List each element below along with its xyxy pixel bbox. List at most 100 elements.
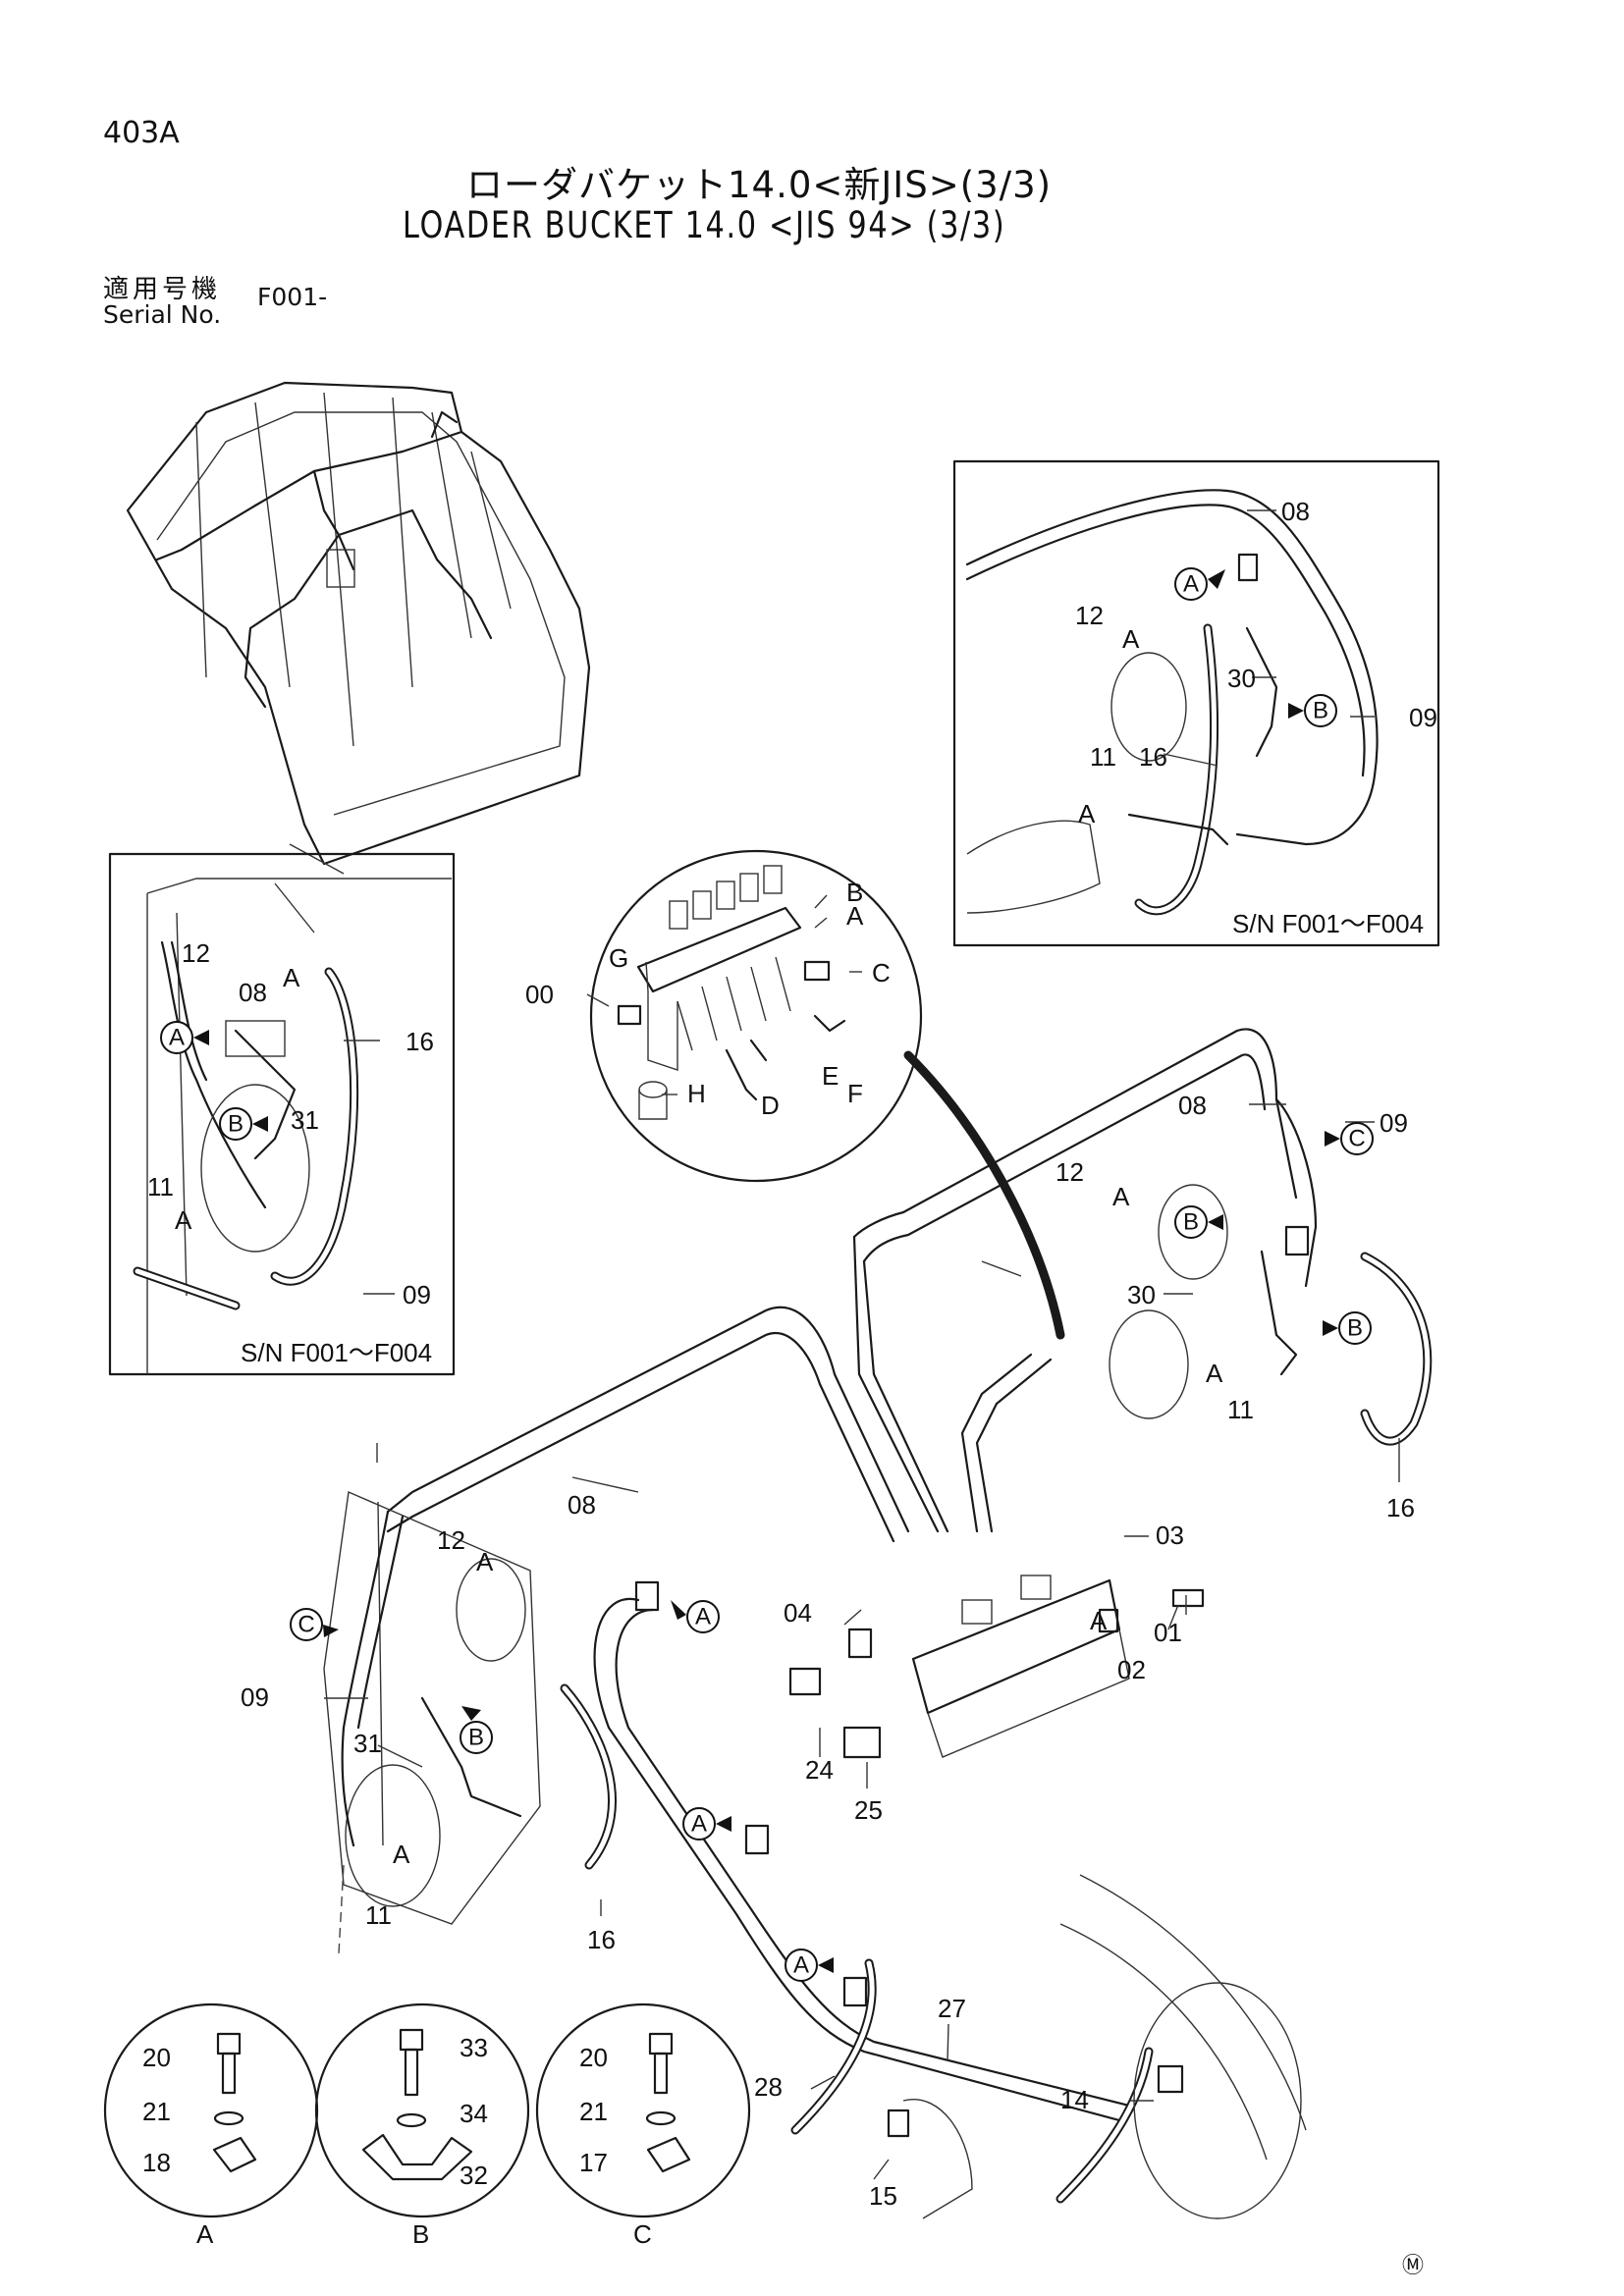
part-label-04: 04 (784, 1598, 812, 1628)
part-label-16-inset: 16 (1139, 742, 1167, 772)
main-assembly-illustration (323, 1028, 1433, 2219)
serial-label-english: Serial No. (103, 300, 222, 329)
part-label-16-main-left: 16 (587, 1925, 616, 1954)
letter-label-A-main-02: A (1090, 1606, 1108, 1635)
part-label-12-main-right: 12 (1056, 1157, 1084, 1187)
callout-A-left-inset: A (160, 1021, 209, 1054)
part-label-30-inset: 30 (1227, 664, 1256, 693)
part-label-09-main-right: 09 (1380, 1108, 1408, 1138)
svg-text:A: A (1183, 571, 1199, 598)
detail-circle-A (103, 2002, 319, 2218)
part-label-31-left-inset: 31 (291, 1105, 319, 1135)
letter-label-A-inset-12: A (1122, 624, 1140, 654)
inset-left (108, 852, 456, 1376)
part-label-16-left-inset: 16 (406, 1027, 434, 1056)
part-label-01: 01 (1154, 1618, 1182, 1647)
inset-frame (952, 459, 1440, 947)
letter-labels: B A C G H D E F A A A A A A A A A A B C (175, 624, 1223, 2249)
letter-label-E-valve: E (822, 1061, 839, 1091)
svg-text:C: C (1348, 1126, 1365, 1152)
detail-caption-A: A (196, 2219, 214, 2249)
part-label-16-main-right: 16 (1386, 1493, 1415, 1522)
part-label-12-main-left: 12 (437, 1525, 465, 1555)
letter-label-G-valve: G (609, 943, 628, 973)
part-label-08-main-right: 08 (1178, 1091, 1207, 1120)
part-label-24: 24 (805, 1755, 834, 1785)
part-number-labels: 08 09 30 16 12 11 S/N F001～F004 12 08 16… (142, 497, 1437, 2211)
callout-bubbles: A B A B C B B A C B A A (160, 567, 1374, 1982)
callout-B-main-left: B (460, 1706, 493, 1754)
inset-top-right-sn: S/N F001～F004 (1232, 909, 1424, 938)
svg-text:A: A (695, 1604, 711, 1630)
callout-B-left-inset: B (219, 1107, 268, 1141)
letter-label-A-valve: A (846, 901, 864, 931)
valve-detail-circle (589, 849, 1065, 1340)
detail-caption-B: B (412, 2219, 429, 2249)
letter-label-C-valve: C (872, 958, 891, 988)
part-label-00: 00 (525, 980, 554, 1009)
letter-label-H-valve: H (687, 1079, 706, 1108)
callout-B-inset-top: B (1288, 694, 1337, 727)
part-label-32-detail-B: 32 (460, 2161, 488, 2190)
corner-mark: Ⓜ (1402, 2254, 1425, 2278)
part-label-11-inset: 11 (1090, 742, 1116, 772)
part-label-11-left-inset: 11 (147, 1172, 174, 1201)
part-label-33-detail-B: 33 (460, 2033, 488, 2062)
part-label-27: 27 (938, 1994, 966, 2023)
svg-text:A: A (691, 1811, 707, 1838)
part-label-18-detail-A: 18 (142, 2148, 171, 2177)
svg-text:B: B (1347, 1315, 1363, 1342)
letter-label-A-inset-11: A (1078, 799, 1096, 828)
part-label-20-detail-C: 20 (579, 2043, 608, 2072)
part-label-28: 28 (754, 2072, 783, 2102)
part-label-34-detail-B: 34 (460, 2099, 488, 2128)
detail-circle-B (314, 2002, 530, 2218)
letter-label-F-valve: F (847, 1079, 863, 1108)
part-label-09-main-left: 09 (241, 1682, 269, 1712)
serial-number-value: F001- (257, 283, 328, 311)
part-label-12-inset: 12 (1075, 601, 1104, 630)
letter-label-B-valve: B (846, 878, 863, 907)
part-label-08-main-left: 08 (568, 1490, 596, 1520)
callout-A-main-clamp-1: A (671, 1600, 720, 1633)
page-title-japanese: ローダバケット14.0<新JIS>(3/3) (466, 164, 1053, 206)
svg-text:B: B (228, 1111, 244, 1138)
letter-label-A-left-12: A (283, 963, 300, 992)
callout-A-main-clamp-3: A (785, 1949, 834, 1982)
callout-B-main-right-lower: B (1323, 1311, 1372, 1345)
callout-A-main-clamp-2: A (682, 1807, 731, 1841)
part-label-11-main-right: 11 (1227, 1395, 1254, 1424)
svg-text:C: C (298, 1612, 314, 1638)
svg-text:B: B (1183, 1209, 1199, 1236)
part-label-03: 03 (1156, 1521, 1184, 1550)
part-label-11-main-left: 11 (365, 1900, 392, 1930)
inset-top-right (952, 459, 1440, 947)
bucket-overview-illustration (126, 381, 591, 934)
letter-label-A-main-left-12: A (476, 1547, 494, 1576)
serial-label-japanese: 適用号機 (103, 275, 222, 304)
letter-label-A-main-left-11: A (393, 1840, 410, 1869)
callout-B-main-right-upper: B (1174, 1205, 1223, 1239)
inset-left-sn: S/N F001～F004 (241, 1338, 432, 1367)
part-label-31-main: 31 (353, 1729, 382, 1758)
part-label-21-detail-C: 21 (579, 2097, 608, 2126)
part-label-14: 14 (1060, 2085, 1089, 2114)
svg-text:B: B (468, 1725, 484, 1751)
callout-C-main-left: C (290, 1608, 339, 1641)
letter-label-A-left-11: A (175, 1205, 192, 1235)
page-title-english: LOADER BUCKET 14.0 <JIS 94> (3/3) (403, 204, 1006, 246)
part-label-25: 25 (854, 1795, 883, 1825)
part-label-30-main: 30 (1127, 1280, 1156, 1309)
part-label-12-left-inset: 12 (182, 938, 210, 968)
part-label-08-left-inset: 08 (239, 978, 267, 1007)
detail-circle-C (535, 2002, 751, 2218)
callout-C-main-right: C (1325, 1122, 1374, 1155)
svg-text:A: A (169, 1025, 185, 1051)
part-label-08-inset: 08 (1281, 497, 1310, 526)
svg-text:B: B (1313, 698, 1328, 724)
detail-caption-C: C (633, 2219, 652, 2249)
page-code: 403A (103, 116, 180, 150)
part-label-15: 15 (869, 2181, 897, 2211)
part-label-17-detail-C: 17 (579, 2148, 608, 2177)
